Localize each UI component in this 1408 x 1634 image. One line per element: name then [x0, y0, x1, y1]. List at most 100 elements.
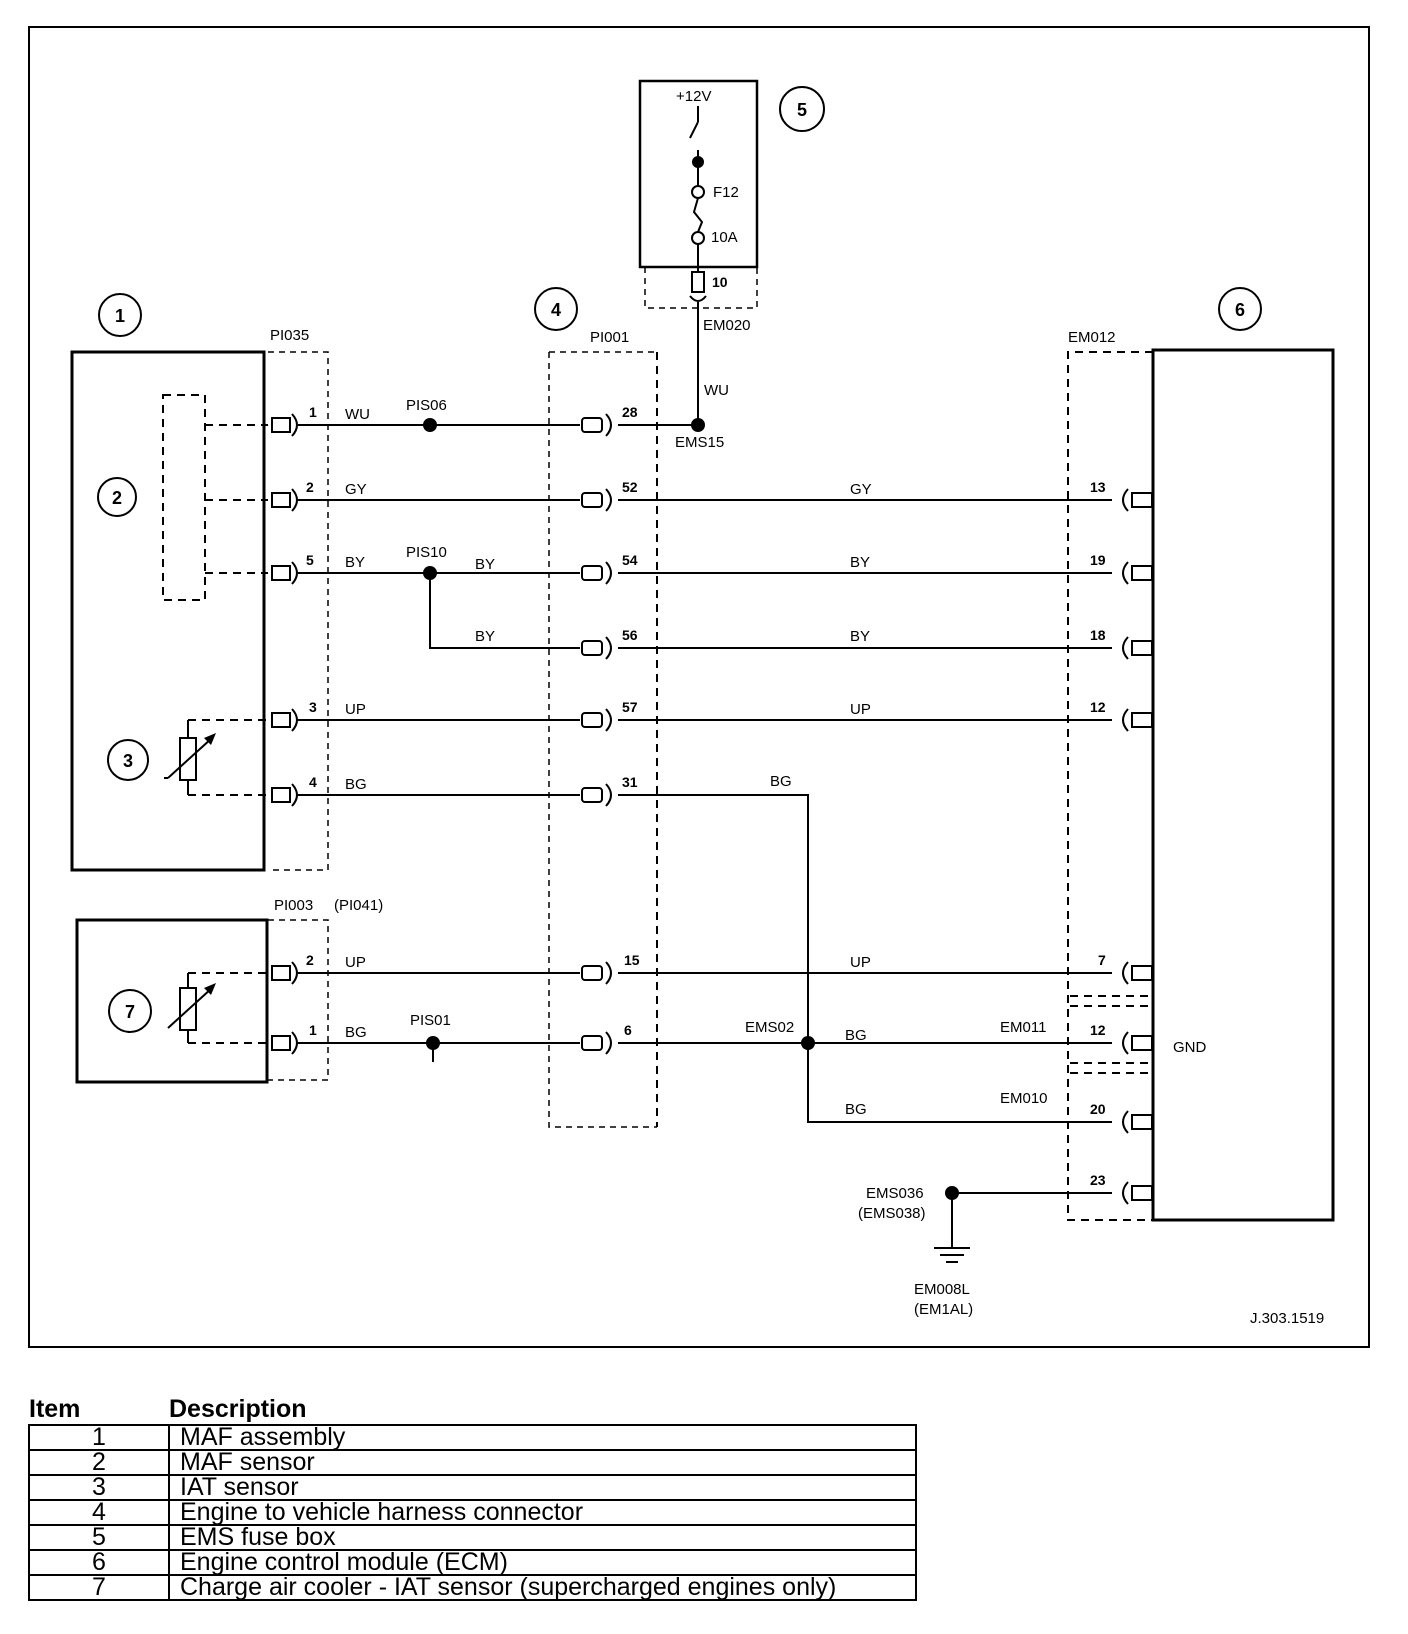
- legend-header-row: Item Description: [29, 1395, 916, 1425]
- legend-item-number: 4: [28, 1499, 170, 1526]
- pin-number: 1: [309, 1022, 317, 1038]
- wire-color-label: UP: [345, 954, 366, 971]
- label-pis10: PIS10: [406, 544, 447, 561]
- fuse-rating: 10A: [711, 229, 738, 246]
- pin-number: 3: [309, 699, 317, 715]
- wire-color-label: BY: [475, 556, 495, 573]
- legend-row: 3 IAT sensor: [28, 1474, 917, 1501]
- wire-color-label: BG: [845, 1027, 867, 1044]
- legend-item-description: Engine control module (ECM): [168, 1549, 917, 1576]
- pin-number: 1: [309, 404, 317, 420]
- fuse-name: F12: [713, 184, 739, 201]
- ecm-box: [1151, 348, 1335, 1222]
- charge-air-cooler-iat: [75, 918, 269, 1084]
- connector-pi003-alt: (PI041): [334, 897, 383, 914]
- callout-5: 5: [779, 86, 825, 132]
- splice-ems036: [945, 1186, 959, 1200]
- label-ems036: EMS036: [866, 1185, 924, 1202]
- legend-row: 4 Engine to vehicle harness connector: [28, 1499, 917, 1526]
- wire-color-label: BY: [850, 628, 870, 645]
- legend-item-number: 7: [28, 1574, 170, 1601]
- splice-ems15: [691, 418, 705, 432]
- splice-pis06: [423, 418, 437, 432]
- pin-number: 2: [306, 479, 314, 495]
- connector-em012: EM012: [1068, 329, 1116, 346]
- legend-table: Item Description 1 MAF assembly 2 MAF se…: [28, 1395, 917, 1601]
- pin-number: 4: [309, 774, 317, 790]
- legend-item-description: MAF sensor: [168, 1449, 917, 1476]
- callout-number: 6: [1235, 300, 1245, 320]
- legend-item-description: Engine to vehicle harness connector: [168, 1499, 917, 1526]
- wire-color-label: UP: [850, 701, 871, 718]
- splice-ems02: [801, 1036, 815, 1050]
- pin-number: 15: [624, 952, 640, 968]
- splice-pis01: [426, 1036, 440, 1050]
- pin-number: 12: [1090, 699, 1106, 715]
- pin-number: 18: [1090, 627, 1106, 643]
- fuse-icon: [691, 185, 705, 199]
- pin-number: 2: [306, 952, 314, 968]
- legend-row: 7 Charge air cooler - IAT sensor (superc…: [28, 1574, 917, 1601]
- legend-item-number: 5: [28, 1524, 170, 1551]
- wire-color-label: WU: [345, 406, 370, 423]
- legend-item-description: IAT sensor: [168, 1474, 917, 1501]
- legend-item-number: 2: [28, 1449, 170, 1476]
- fuse-supply-label: +12V: [676, 88, 711, 105]
- callout-7: 7: [108, 989, 152, 1033]
- legend-item-description: Charge air cooler - IAT sensor (supercha…: [168, 1574, 917, 1601]
- wire-color-label: BG: [770, 773, 792, 790]
- legend-row: 5 EMS fuse box: [28, 1524, 917, 1551]
- fuse-box: +12V F12 10A 10 EM020 WU: [638, 79, 759, 425]
- pi001-terminals: [581, 413, 612, 1055]
- legend-item-description: MAF assembly: [168, 1424, 917, 1451]
- callout-number: 5: [797, 100, 807, 120]
- label-ems038: (EMS038): [858, 1205, 926, 1222]
- legend-row: 1 MAF assembly: [28, 1424, 917, 1451]
- maf-assembly: [70, 350, 268, 872]
- figure-id: J.303.1519: [1250, 1310, 1324, 1327]
- wire-color-label: BG: [845, 1101, 867, 1118]
- wire-color-label: GY: [850, 481, 872, 498]
- legend-header-description: Description: [169, 1395, 307, 1423]
- pin-number: 23: [1090, 1172, 1106, 1188]
- label-pis01: PIS01: [410, 1012, 451, 1029]
- callout-2: 2: [97, 477, 137, 517]
- wire-color-label: BY: [475, 628, 495, 645]
- wire-color-wu-vertical: WU: [704, 382, 729, 399]
- connector-em011: EM011: [1000, 1019, 1046, 1036]
- legend-header-item: Item: [29, 1395, 81, 1423]
- callout-number: 4: [551, 300, 561, 320]
- connector-pi003: PI003: [274, 897, 313, 914]
- pin-number: 20: [1090, 1101, 1106, 1117]
- cac-iat-thermistor-icon: [167, 973, 216, 1043]
- callout-3: 3: [107, 739, 149, 781]
- pin-number: 52: [622, 479, 638, 495]
- pin-number: 7: [1098, 952, 1106, 968]
- wire-color-label: BY: [850, 554, 870, 571]
- label-pis06: PIS06: [406, 397, 447, 414]
- pin-number: 5: [306, 552, 314, 568]
- label-ems15: EMS15: [675, 434, 724, 451]
- pin-number: 57: [622, 699, 638, 715]
- callout-number: 2: [112, 488, 122, 508]
- legend-item-number: 1: [28, 1424, 170, 1451]
- legend-row: 2 MAF sensor: [28, 1449, 917, 1476]
- wire-color-label: UP: [850, 954, 871, 971]
- label-ems02: EMS02: [745, 1019, 794, 1036]
- wire-color-label: BG: [345, 776, 367, 793]
- diagram-frame: [28, 26, 1370, 1348]
- pin-number: 13: [1090, 479, 1106, 495]
- connector-pi001: PI001: [590, 329, 629, 346]
- ecm-gnd-label: GND: [1173, 1039, 1207, 1056]
- callout-6: 6: [1218, 287, 1262, 331]
- legend-item-number: 6: [28, 1549, 170, 1576]
- connector-em010: EM010: [1000, 1090, 1048, 1107]
- pin-number: 28: [622, 404, 638, 420]
- wire-color-label: BY: [345, 554, 365, 571]
- pin-number: 31: [622, 774, 638, 790]
- connector-pi035: PI035: [270, 327, 309, 344]
- fuse-pin: 10: [712, 274, 728, 290]
- callout-1: 1: [98, 293, 142, 337]
- iat-thermistor-icon: [164, 720, 216, 795]
- wire-color-label: GY: [345, 481, 367, 498]
